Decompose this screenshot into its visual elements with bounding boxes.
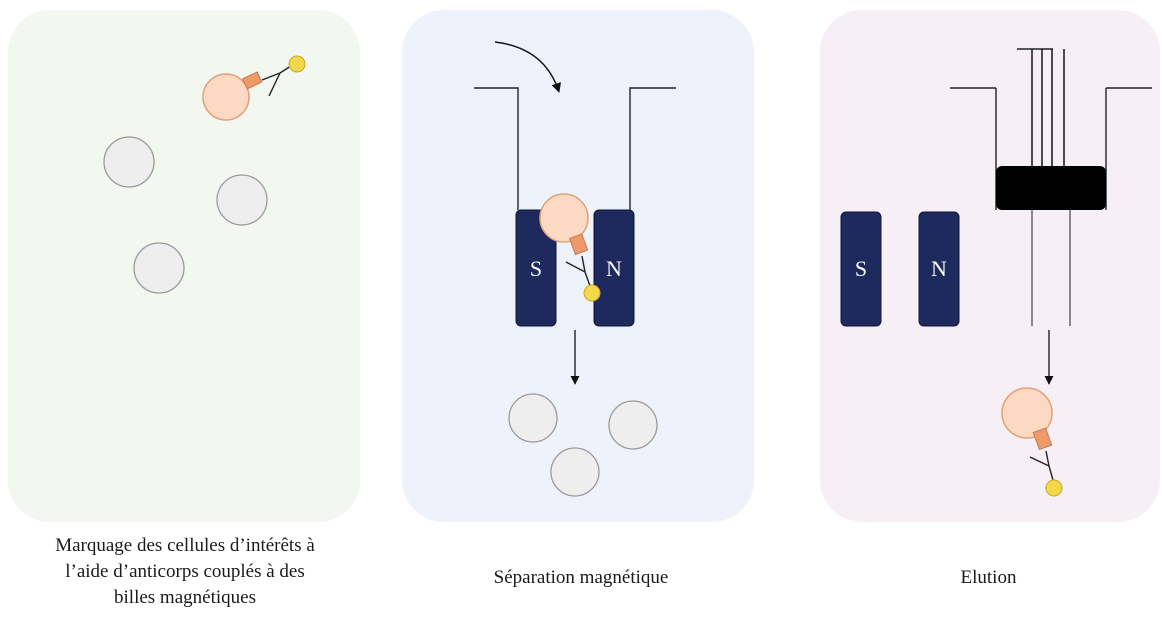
- eluted-target-cell: [1001, 387, 1063, 497]
- target-cell: [1001, 387, 1053, 439]
- caption-line: Séparation magnétique: [493, 567, 669, 588]
- target-cell: [202, 73, 250, 121]
- magnet-south-label: S: [855, 256, 867, 281]
- caption-line: billes magnétiques: [114, 587, 256, 608]
- caption-labeling: Marquage des cellules d’intérêts à l’aid…: [0, 533, 370, 611]
- magnet-south: [515, 209, 557, 327]
- antibody-tag: [568, 233, 589, 256]
- magnet-south: [840, 211, 882, 327]
- antibody-tag: [1032, 427, 1053, 451]
- caption-line: l’aide d’anticorps couplés à des: [65, 561, 305, 582]
- magnetic-bead: [1045, 479, 1063, 497]
- caption-line: Elution: [960, 567, 1017, 588]
- caption-line: Marquage des cellules d’intérêts à: [55, 535, 315, 556]
- caption-elution: Elution: [815, 565, 1162, 591]
- unlabeled-cell: [508, 393, 558, 443]
- unlabeled-cell: [133, 242, 185, 294]
- unlabeled-cell: [550, 447, 600, 497]
- magnetic-bead: [288, 55, 306, 73]
- magnet-north-label: N: [606, 256, 622, 281]
- magnet-south-label: S: [530, 256, 542, 281]
- target-cell: [539, 193, 589, 243]
- magnet-north: [918, 211, 960, 327]
- column-outline: [950, 87, 1152, 210]
- column-outline: [474, 87, 676, 210]
- input-arrow: [494, 41, 561, 93]
- caption-magnetic-separation: Séparation magnétique: [400, 565, 762, 591]
- magnetic-bead: [583, 284, 601, 302]
- magnet-north: [593, 209, 635, 327]
- antibody: [1029, 450, 1054, 481]
- plunger-head: [996, 166, 1106, 210]
- panel-separation-background: [402, 10, 754, 522]
- unlabeled-cell: [216, 174, 268, 226]
- panel-elution-background: [820, 10, 1160, 522]
- magnet-north-label: N: [931, 256, 947, 281]
- unlabeled-cell: [608, 400, 658, 450]
- labeled-target-cell: [202, 55, 306, 121]
- antibody: [565, 255, 591, 287]
- antibody-tag: [241, 71, 263, 90]
- plunger: [996, 48, 1106, 210]
- retained-target-cell: [539, 193, 601, 302]
- unlabeled-cell: [103, 136, 155, 188]
